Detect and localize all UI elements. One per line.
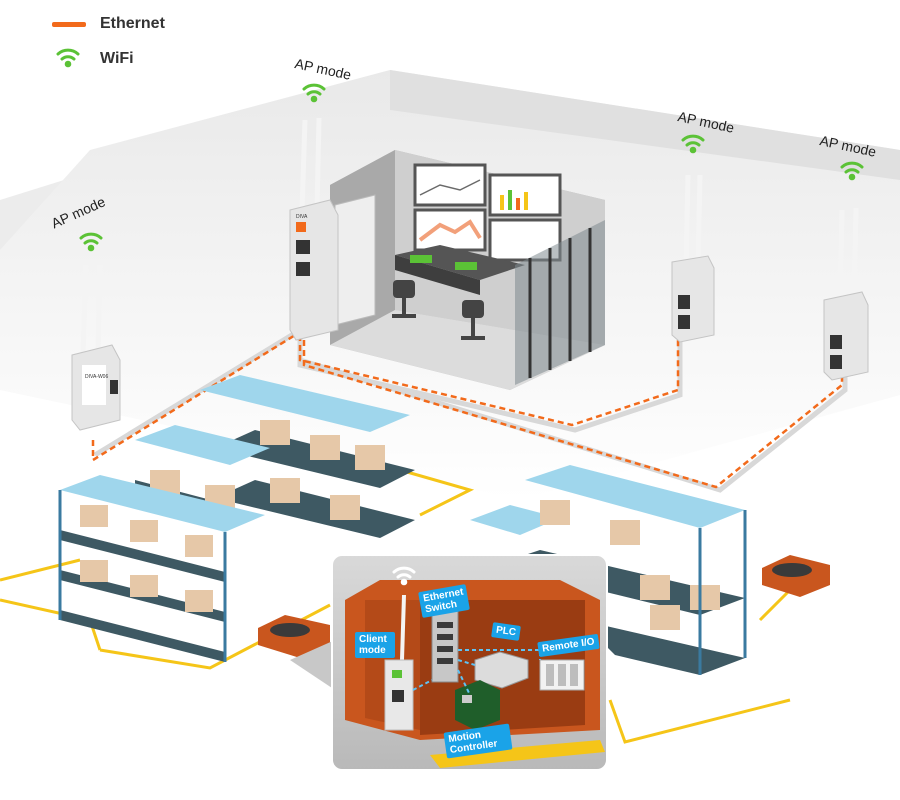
- wifi-icon-inset: [392, 566, 416, 586]
- device-brand-text: DIVA: [296, 214, 308, 220]
- ethernet-cables: [91, 330, 844, 489]
- consoles: [395, 245, 525, 295]
- agv-robot: [258, 555, 830, 658]
- warehouse-shelves: [58, 375, 747, 675]
- wifi-icon: [56, 48, 864, 252]
- legend-ethernet-label: Ethernet: [100, 15, 165, 32]
- access-point-device: [71, 117, 869, 431]
- device-model-text: DIVA-W06: [85, 374, 108, 380]
- legend-wifi: WiFi: [100, 47, 134, 71]
- glass-wall: [515, 220, 605, 385]
- floor-guide-lines: [93, 327, 848, 493]
- legend-ethernet: Ethernet: [52, 12, 165, 36]
- client-mode-tag: Client mode: [355, 632, 395, 658]
- ethernet-line-icon: [52, 21, 86, 27]
- inset-panel: [290, 554, 608, 771]
- legend-wifi-label: WiFi: [100, 50, 134, 67]
- chairs: [392, 280, 485, 340]
